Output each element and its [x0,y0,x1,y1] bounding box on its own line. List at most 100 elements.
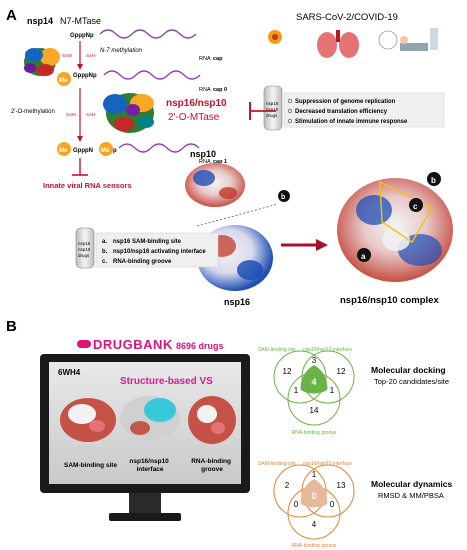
methyl-circle-cap1-right [99,142,113,156]
venn2-only-bottom: 4 [312,520,317,529]
venn2-right-bottom: 0 [330,500,335,509]
rna-strand-cap0 [103,70,201,80]
sites-vial-icon [75,227,95,269]
venn2-circle-left [273,464,327,518]
venn-docking: SAM-binding site nsp16/nsp10 interface R… [258,347,355,436]
site-text: nsp16 SAM-binding site [113,239,182,245]
venn2-only-left: 2 [285,481,290,490]
site-marker-a [357,248,371,262]
methyl-circle-cap1-left [57,142,71,156]
site-marker-c [409,198,423,212]
site-marker-b-small-label: b [281,194,285,201]
drug-count-label: 8696 drugs [176,341,224,351]
n7-arrow-head [77,64,83,70]
site-label-interface-line1: nsp16/nsp10 [129,458,169,465]
site-label-interface-line2: interface [136,466,163,473]
sites-vial-label-3: drugs [78,253,90,258]
venn1-only-bottom: 14 [310,406,319,415]
site-marker-b-label: b [431,176,436,185]
rna-cap-label: RNA [199,56,211,62]
venn1-only-left: 12 [283,367,292,376]
pdb-id-label: 6WH4 [58,368,81,377]
nsp14-structure-image [24,48,60,76]
venn-dynamics: SAM-binding site nsp16/nsp10 interface R… [258,461,355,549]
venn2-left-right: 1 [312,470,317,479]
methyl-circle-cap0 [57,72,71,86]
me-label-cap1-left: Me [59,148,68,154]
sam-site-structure-image [60,398,116,442]
venn1-center-region [300,365,328,394]
o2-methylation-label: 2'-O-methylation [11,109,55,115]
venn2-label-right: nsp16/nsp10 interface [303,461,352,467]
site-text: nsp10/nsp16 activating interface [113,249,206,255]
site-marker-a-label: a [361,252,366,261]
panel-a-letter: A [6,7,17,24]
virus-icon [268,30,282,44]
venn1-left-right: 3 [312,356,317,365]
rna-strand-cap1 [118,143,200,153]
rna-strand-cap [99,29,197,39]
me-label-cap0: Me [59,78,68,84]
sites-vial-label-1: nsp16 [78,241,91,246]
o-mtase-label: 2'-O-MTase [168,112,220,123]
site-marker-c-label: c [413,202,418,211]
site-marker-b [427,172,441,186]
nsp10-surface-image [185,163,245,207]
gpppn-label: GpppN [73,148,93,154]
effects-box [283,92,445,128]
nsp16-title: nsp16/nsp10 [166,98,227,109]
to-complex-arrow-head [316,239,328,251]
venn1-subtitle: Top-20 candidates/site [374,377,449,386]
drugbank-logo-pill-icon [77,340,91,348]
effect-item: Suppression of genome replication [295,99,396,105]
cap1-label: cap 1 [213,159,227,165]
venn2-center: 0 [311,491,316,501]
patient-bed-icon [400,28,438,51]
site-marker-b-small [278,190,290,202]
innate-sensors-label: Innate viral RNA sensors [43,181,132,190]
rna-groove-structure-image [188,396,236,444]
vial-label-1: nsp16 [266,101,279,106]
venn2-title: Molecular dynamics [371,479,453,489]
lungs-icon [317,30,359,58]
nsp16-label: nsp16 [224,297,250,307]
venn1-label-bottom: RNA-binding groove [291,430,336,436]
monitor-base [109,513,181,521]
o2-arrow-head [77,136,83,142]
monitor-neck [129,493,161,513]
zoom-circle-icon [378,30,398,50]
site-label-rna-line2: groove [201,466,223,473]
venn1-circle-left [273,350,327,404]
complex-label: nsp16/nsp10 complex [340,295,439,306]
venn1-right-bottom: 1 [330,386,335,395]
site-letter: b. [102,249,108,255]
vial-label-2: nsp10 [266,107,279,112]
cap-label: cap [213,56,223,62]
nsp14-label: nsp14 [27,16,53,26]
site-letter: a. [102,239,107,245]
interface-site-structure-image [120,396,180,440]
drugbank-logo-text: DRUGBANK [93,337,173,352]
venn2-only-right: 13 [337,481,346,490]
venn2-circle-right [301,464,355,518]
venn1-center: 4 [311,377,316,387]
venn1-label-left: SAM-binding site [258,347,296,353]
venn1-label-right: nsp16/nsp10 interface [303,347,352,353]
sam-label-2: SAM [66,112,76,117]
site-label-rna-line1: RNA-binding [191,458,231,465]
venn1-circle-right [301,350,355,404]
sites-box [95,232,219,268]
venn2-label-bottom: RNA-binding groove [291,543,336,549]
effect-item: Stimulation of innate immune response [295,119,408,125]
site-label-rna: RNA-binding groove [191,458,233,473]
venn2-label-left: SAM-binding site [258,461,296,467]
venn1-title: Molecular docking [371,365,446,375]
sam-label-1: SAM [62,53,72,58]
complex-surface-image [337,178,453,282]
venn2-left-bottom: 0 [294,500,299,509]
interface-dashed-line [196,203,279,227]
site-label-sam-text: SAM-binding site [64,462,117,469]
site-text: RNA-binding groove [113,259,172,265]
venn2-subtitle: RMSD & MM/PBSA [378,491,444,500]
